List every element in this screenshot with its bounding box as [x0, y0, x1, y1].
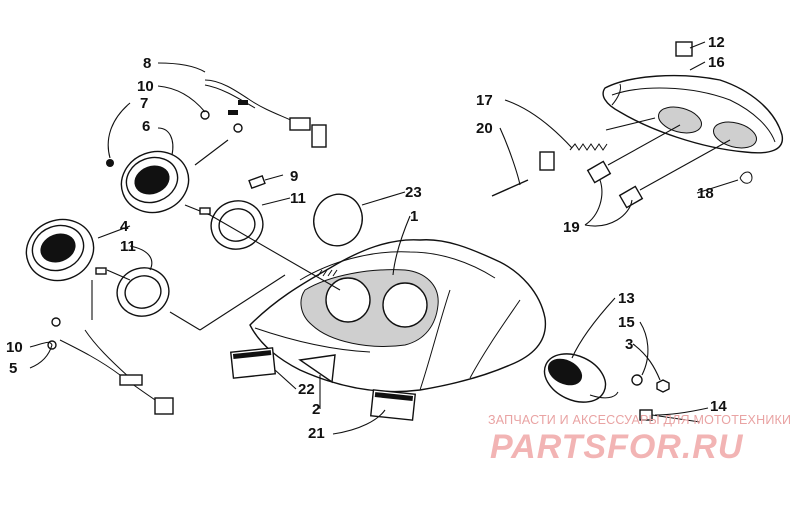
callout-14: 14 — [710, 398, 727, 415]
washer-3 — [631, 374, 643, 386]
callout-2: 2 — [312, 401, 320, 418]
wiring-harness-upper — [200, 79, 327, 148]
callout-1: 1 — [410, 208, 418, 225]
callout-11-lower: 11 — [120, 238, 136, 255]
bulb-14 — [639, 409, 701, 423]
bulb-socket — [248, 174, 266, 190]
headlamp-bulb — [586, 124, 731, 209]
wiring-harness-lower — [47, 317, 174, 415]
callout-3: 3 — [625, 336, 633, 353]
callout-10-upper: 10 — [137, 78, 154, 95]
watermark-logo: PARTSFOR.RU — [490, 428, 744, 466]
nut-15 — [656, 379, 670, 393]
decal-triangle-2 — [298, 354, 336, 384]
lamp-housing-13 — [543, 353, 619, 403]
callout-16: 16 — [708, 54, 725, 71]
gauge-lens — [313, 193, 363, 247]
callout-9: 9 — [290, 168, 298, 185]
callout-20: 20 — [476, 120, 493, 137]
callout-6: 6 — [142, 118, 150, 135]
callout-19: 19 — [563, 219, 580, 236]
adjuster-bolt — [491, 179, 529, 197]
assembly-lines — [91, 139, 341, 331]
gauge-bezel-ring-lower — [116, 267, 170, 317]
tachometer-gauge — [25, 218, 107, 282]
callout-22: 22 — [298, 381, 315, 398]
headlight-assembly — [602, 41, 783, 154]
callout-13: 13 — [618, 290, 635, 307]
callout-12: 12 — [708, 34, 725, 51]
warning-decal-21 — [369, 389, 417, 421]
callout-23: 23 — [405, 184, 422, 201]
callout-17: 17 — [476, 92, 493, 109]
clip-18 — [739, 171, 753, 184]
warning-decal-22 — [229, 347, 277, 379]
speedometer-gauge — [120, 150, 211, 216]
callout-21: 21 — [308, 425, 325, 442]
adjuster-spring — [539, 117, 656, 171]
instrument-hood — [249, 239, 547, 393]
callout-15: 15 — [618, 314, 635, 331]
gauge-bezel-ring-upper — [210, 200, 264, 250]
callout-4: 4 — [120, 218, 129, 235]
callout-11-upper: 11 — [290, 190, 306, 207]
callout-10-lower: 10 — [6, 339, 23, 356]
watermark-tagline: ЗАПЧАСТИ И АКСЕССУАРЫ ДЛЯ МОТОТЕХНИКИ — [488, 413, 792, 427]
callout-8: 8 — [143, 55, 151, 72]
callout-7: 7 — [140, 95, 148, 112]
leader-lines — [29, 41, 739, 435]
callout-18: 18 — [697, 185, 714, 202]
screw-7 — [106, 159, 114, 167]
callout-5: 5 — [9, 360, 17, 377]
